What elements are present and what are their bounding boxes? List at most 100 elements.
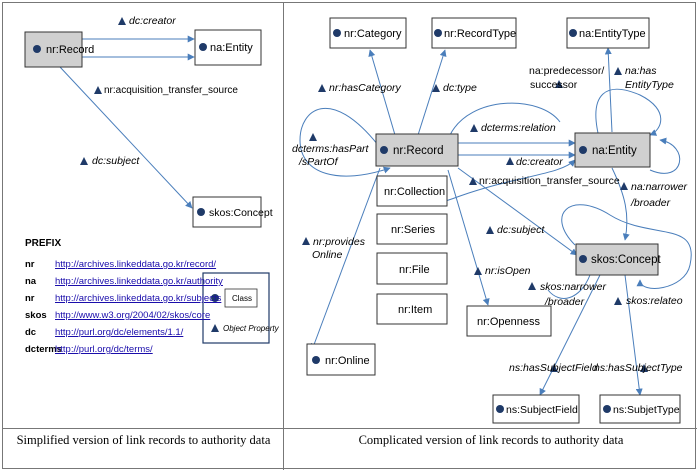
class-icon — [211, 294, 219, 302]
node-label: nr:Series — [391, 224, 436, 236]
node-label: nr:Collection — [384, 186, 445, 198]
legend-class-label: Class — [232, 294, 252, 303]
prefix-key: na — [25, 276, 37, 287]
node-record: nr:Record — [24, 31, 94, 68]
prefix-link[interactable]: http://www.w3.org/2004/02/skos/core — [55, 310, 211, 321]
node-entity-main: na:Entity — [574, 132, 651, 168]
edge-label-hascategory: nr:hasCategory — [329, 82, 402, 94]
edge-label-related: skos:relateo — [626, 295, 683, 307]
edge-line — [595, 88, 662, 136]
node-label: ns:SubjetType — [613, 404, 680, 416]
caption-left: Simplified version of link records to au… — [16, 433, 271, 447]
node-label: nr:Online — [325, 355, 370, 367]
node-label: na:EntityType — [579, 28, 646, 40]
legend: Class Object Property — [202, 272, 280, 344]
edge-label-online: Online — [312, 249, 343, 261]
right-panel: nr:Category nr:RecordType na:EntityType … — [292, 17, 692, 424]
edge-line — [299, 107, 391, 177]
node-label: na:Entity — [592, 145, 637, 157]
edge-line — [561, 204, 692, 289]
edge-line — [368, 49, 396, 136]
edge-label-type: dc:type — [443, 82, 477, 94]
edge-line — [624, 274, 643, 396]
prefix-key: dcterms — [25, 344, 62, 355]
edge-label-has: na:has — [625, 65, 657, 77]
node-label: nr:RecordType — [444, 28, 516, 40]
edge-line — [447, 169, 490, 306]
node-collection: nr:Collection — [376, 175, 448, 207]
node-subjecttype: ns:SubjetType — [599, 394, 681, 424]
edge-label-broader: /broader — [630, 197, 671, 209]
edge-line — [310, 167, 381, 351]
edge-label-provides: nr:provides — [313, 236, 366, 248]
node-recordtype: nr:RecordType — [431, 17, 517, 49]
node-item: nr:Item — [376, 293, 448, 325]
edge-label-partof: /sPartOf — [298, 156, 339, 168]
edge-label-acq: nr:acquisition_transfer_source — [94, 85, 238, 96]
edge-label-creator: dc:creator — [118, 15, 176, 27]
prefix-link[interactable]: http://purl.org/dc/elements/1.1/ — [55, 327, 184, 338]
prefix-link[interactable]: http://archives.linkeddata.go.kr/record/ — [55, 259, 217, 270]
node-online: nr:Online — [306, 343, 376, 376]
figure-frame — [2, 2, 696, 469]
node-entity: na:Entity — [194, 29, 262, 66]
edge-label-subject: dc:subject — [80, 155, 140, 167]
node-subjectfield: ns:SubjectField — [492, 394, 580, 424]
prefix-row: nr http://archives.linkeddata.go.kr/recor… — [25, 259, 216, 270]
svg-text:dc:subject: dc:subject — [92, 155, 140, 167]
edge-line — [417, 49, 447, 136]
edge-label-narrower: na:narrower — [631, 181, 688, 193]
edge-line — [547, 274, 591, 299]
edge-label-skosbroader: /broader — [544, 296, 585, 308]
edge-line — [611, 167, 630, 241]
prefix-key: nr — [25, 259, 35, 270]
edge-label-hassubjecttype: ns:hasSubjectType — [594, 362, 683, 374]
prefix-link[interactable]: http://archives.linkeddata.go.kr/authori… — [55, 276, 223, 287]
node-label: skos:Concept — [591, 254, 661, 266]
node-label: nr:Record — [393, 145, 444, 157]
edge-label-relation: dcterms:relation — [481, 122, 556, 134]
node-series: nr:Series — [376, 213, 448, 245]
prefix-key: nr — [25, 293, 35, 304]
caption-right: Complicated version of link records to a… — [358, 433, 624, 447]
edge-label-skosnarrower: skos:narrower — [540, 281, 606, 293]
prefix-row: nr http://archives.linkeddata.go.kr/subje… — [25, 293, 221, 304]
prefix-row: dctermshttp://purl.org/dc/terms/ — [25, 344, 153, 355]
prefix-row: skos http://www.w3.org/2004/02/skos/core — [25, 310, 210, 321]
node-label: nr:Item — [398, 304, 432, 316]
node-label: na:Entity — [210, 42, 253, 54]
legend-property-label: Object Property — [223, 324, 280, 333]
node-label: nr:File — [399, 264, 430, 276]
edge-label-entitytype: EntityType — [625, 79, 674, 91]
caption-divider — [2, 428, 697, 429]
svg-text:nr:acquisition_transfer_source: nr:acquisition_transfer_source — [104, 85, 238, 96]
property-icon — [211, 324, 219, 332]
node-file: nr:File — [376, 252, 448, 285]
prefix-row: na http://archives.linkeddata.go.kr/autho… — [25, 276, 223, 287]
node-category: nr:Category — [329, 17, 407, 49]
edge-label-predecessor: na:predecessor/ — [529, 65, 604, 77]
edge-label-isopen: nr:isOpen — [485, 265, 531, 277]
node-concept-main: skos:Concept — [575, 243, 661, 276]
node-label: skos:Concept — [209, 207, 273, 219]
prefix-title: PREFIX — [25, 238, 62, 249]
prefix-link[interactable]: http://purl.org/dc/terms/ — [55, 344, 153, 355]
node-label: nr:Category — [344, 28, 402, 40]
prefix-link[interactable]: http://archives.linkeddata.go.kr/subject… — [55, 293, 222, 304]
edge-line — [649, 137, 681, 174]
node-concept: skos:Concept — [192, 196, 273, 228]
node-openness: nr:Openness — [466, 305, 552, 337]
node-record-main: nr:Record — [375, 133, 459, 167]
svg-text:dc:creator: dc:creator — [129, 15, 176, 27]
node-label: nr:Record — [46, 44, 94, 56]
prefix-key: skos — [25, 310, 47, 321]
node-label: nr:Openness — [477, 316, 540, 328]
node-label: ns:SubjectField — [506, 404, 578, 416]
edge-line — [457, 167, 578, 256]
node-entitytype: na:EntityType — [566, 17, 650, 49]
edge-label-haspart: dcterms:hasPart — [292, 143, 370, 155]
edge-label-creator: dc:creator — [516, 156, 563, 168]
edge-line — [449, 102, 561, 136]
edge-label-successor: successor — [530, 79, 578, 91]
